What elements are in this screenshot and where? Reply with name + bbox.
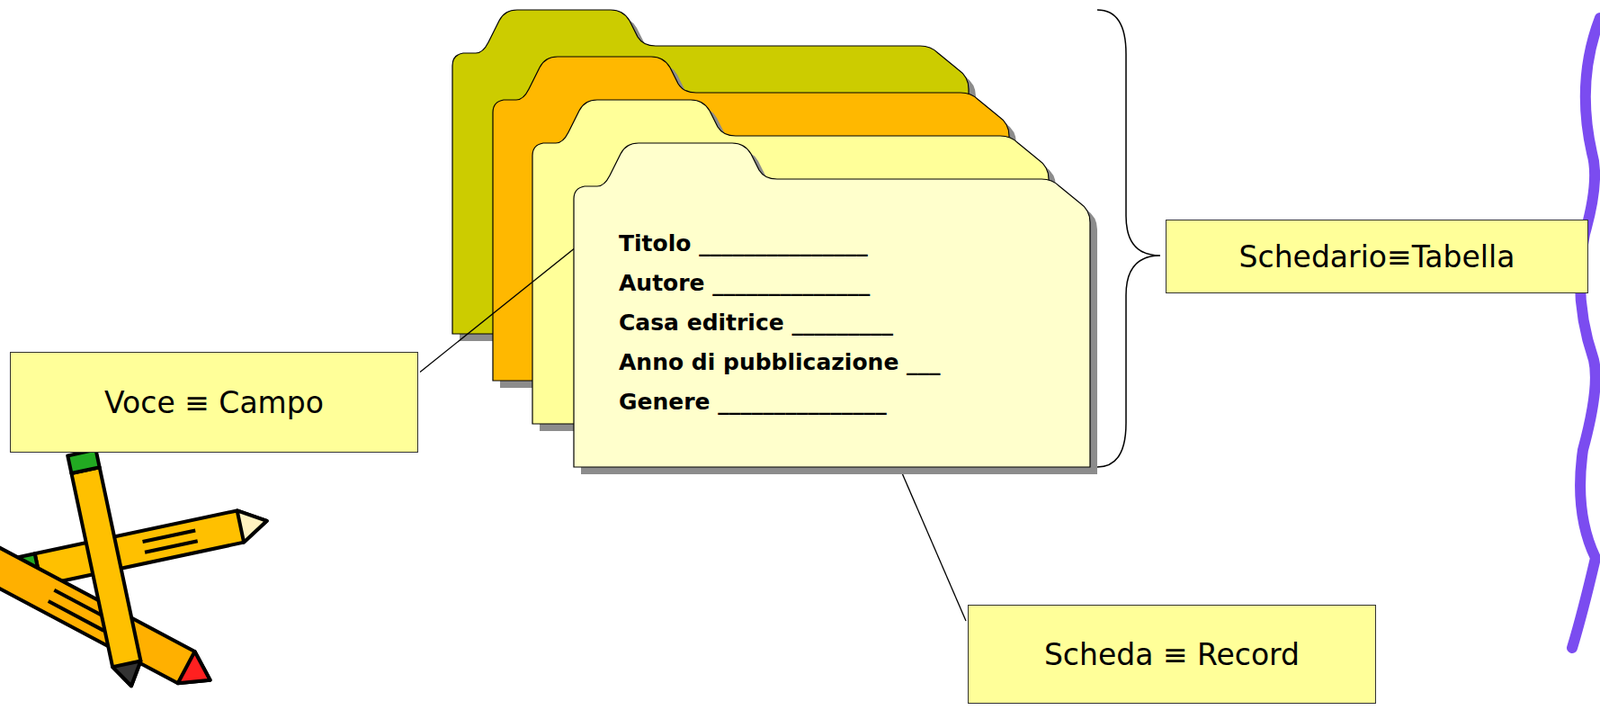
brace bbox=[1097, 9, 1161, 467]
callout-label: Schedario≡Tabella bbox=[1239, 239, 1516, 275]
leader-line bbox=[899, 465, 966, 621]
folder-outline bbox=[573, 143, 1091, 467]
callout-box: Voce ≡ Campo bbox=[9, 351, 419, 453]
callout-label: Scheda ≡ Record bbox=[1044, 636, 1300, 672]
field-label: Anno di pubblicazione ___ bbox=[618, 342, 941, 383]
decorative-ribbon bbox=[1572, 17, 1600, 648]
callout-label: Voce ≡ Campo bbox=[104, 384, 324, 421]
pencils-clipart bbox=[0, 449, 270, 697]
record-card: Titolo _______________Autore ___________… bbox=[573, 143, 1091, 467]
field-label: Genere _______________ bbox=[618, 382, 941, 422]
field-list: Titolo _______________Autore ___________… bbox=[618, 223, 941, 422]
callout-box: Scheda ≡ Record bbox=[967, 604, 1377, 704]
leader-line bbox=[420, 247, 576, 372]
field-label: Casa editrice _________ bbox=[618, 303, 941, 343]
field-label: Titolo _______________ bbox=[618, 223, 941, 264]
callout-box: Schedario≡Tabella bbox=[1165, 219, 1589, 294]
leader-line bbox=[420, 247, 576, 372]
leader-line bbox=[899, 465, 966, 621]
field-label: Autore ______________ bbox=[618, 263, 941, 304]
